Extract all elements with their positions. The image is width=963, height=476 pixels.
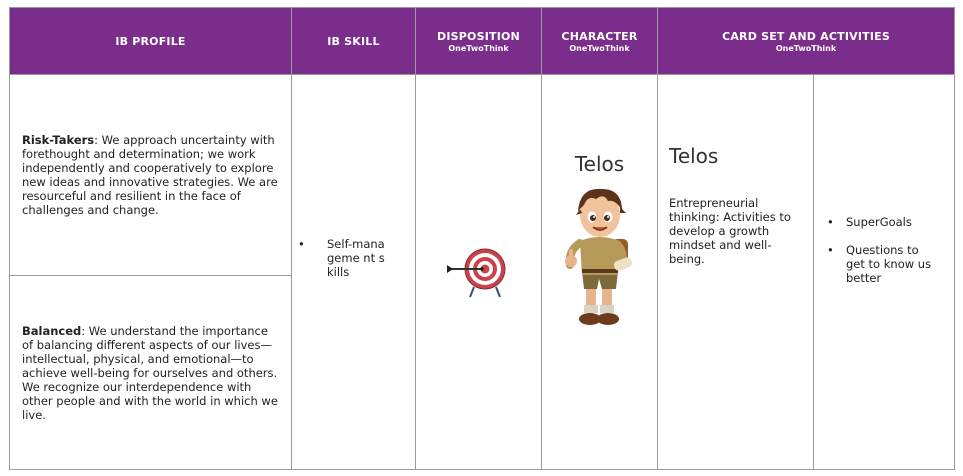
header-ib-profile: IB PROFILE	[9, 7, 292, 75]
header-card-set-label: CARD SET AND ACTIVITIES	[722, 29, 890, 43]
header-ib-skill: IB SKILL	[291, 7, 416, 75]
skill-cell: Self-manageme nt skills	[291, 74, 416, 470]
header-disposition-label: DISPOSITION	[437, 29, 520, 43]
list-item: Questions to get to know us better	[822, 243, 950, 285]
profile-description: : We understand the importance of balanc…	[22, 323, 278, 422]
card-set-title: Telos	[669, 144, 719, 168]
profile-name: Risk-Takers	[22, 133, 95, 147]
header-card-set: CARD SET AND ACTIVITIES OneTwoThink	[656, 7, 956, 75]
header-disposition: DISPOSITION OneTwoThink	[415, 7, 542, 75]
profile-cell-balanced: Balanced: We understand the importance o…	[9, 275, 292, 470]
activity-label: SuperGoals	[846, 215, 912, 229]
character-cell: Telos	[541, 74, 658, 470]
ib-profile-table: IB PROFILE IB SKILL DISPOSITION OneTwoTh…	[9, 7, 956, 470]
table-row: Balanced: We understand the importance o…	[9, 275, 955, 470]
profile-name: Balanced	[22, 323, 82, 338]
character-name: Telos	[574, 152, 625, 176]
list-item: Self-manageme nt skills	[293, 237, 414, 279]
skill-label: Self-manageme nt skills	[327, 237, 385, 279]
ib-profile-table-wrapper: IB PROFILE IB SKILL DISPOSITION OneTwoTh…	[9, 7, 956, 470]
activities-list: SuperGoals Questions to get to know us b…	[822, 215, 950, 285]
table-row: Risk-Takers: We approach uncertainty wit…	[9, 74, 956, 470]
header-character-label: CHARACTER	[561, 29, 638, 43]
activities-cell: SuperGoals Questions to get to know us b…	[812, 74, 956, 470]
card-set-description: Entrepreneurial thinking: Activities to …	[669, 196, 791, 266]
header-ib-skill-label: IB SKILL	[327, 34, 380, 48]
skill-list: Self-manageme nt skills	[293, 237, 414, 279]
header-row: IB PROFILE IB SKILL DISPOSITION OneTwoTh…	[9, 7, 956, 75]
activity-label: Questions to get to know us better	[846, 243, 932, 285]
header-character-sublabel: OneTwoThink	[569, 43, 630, 53]
disposition-cell	[415, 74, 542, 470]
target-arrow-icon	[446, 248, 505, 297]
profile-description: : We approach uncertainty with forethoug…	[22, 133, 278, 217]
header-character: CHARACTER OneTwoThink	[541, 7, 658, 75]
header-disposition-sublabel: OneTwoThink	[448, 43, 509, 53]
profile-cell-risk-takers: Risk-Takers: We approach uncertainty wit…	[9, 74, 292, 276]
list-item: SuperGoals	[822, 215, 950, 229]
header-card-set-sublabel: OneTwoThink	[775, 43, 837, 53]
explorer-boy-icon	[564, 188, 632, 325]
header-ib-profile-label: IB PROFILE	[115, 34, 186, 48]
card-set-cell: Telos Entrepreneurial thinking: Activiti…	[657, 74, 814, 470]
